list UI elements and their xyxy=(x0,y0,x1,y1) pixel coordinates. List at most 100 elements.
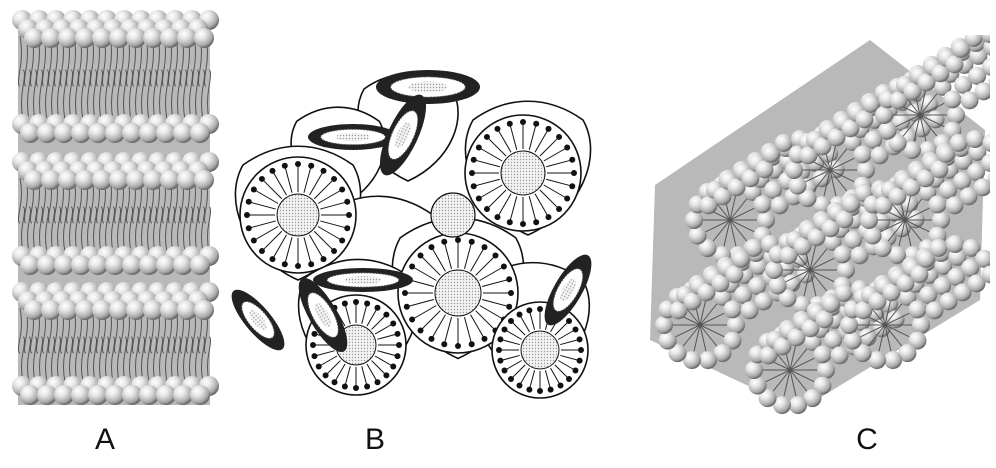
surfactant-head xyxy=(331,248,337,254)
surfactant-head xyxy=(353,299,359,305)
surfactant-head xyxy=(344,199,350,205)
surfactant-head xyxy=(526,307,532,313)
headgroup-sphere xyxy=(908,300,926,318)
label-b: B xyxy=(345,423,405,457)
headgroup-sphere xyxy=(789,396,807,414)
surfactant-head xyxy=(548,387,554,393)
surfactant-head xyxy=(501,368,507,374)
surfactant-head xyxy=(501,264,507,270)
surfactant-head xyxy=(508,376,514,382)
headgroup-sphere xyxy=(855,110,873,128)
surfactant-head xyxy=(556,134,562,140)
surfactant-head xyxy=(390,364,396,370)
headgroup-sphere xyxy=(932,211,950,229)
micelle-core xyxy=(435,270,481,316)
surfactant-head xyxy=(311,353,317,359)
surfactant-head xyxy=(331,176,337,182)
surfactant-head xyxy=(295,263,301,269)
surfactant-head xyxy=(578,347,584,353)
headgroup-sphere xyxy=(833,245,851,263)
headgroup-sphere xyxy=(817,361,835,379)
surfactant-head xyxy=(390,321,396,327)
surfactant-head xyxy=(517,311,523,317)
headgroup-sphere xyxy=(815,310,833,328)
headgroup-sphere xyxy=(190,123,210,143)
headgroup-sphere xyxy=(727,316,745,334)
surfactant-head xyxy=(244,212,250,218)
headgroup-sphere xyxy=(769,277,787,295)
headgroup-sphere xyxy=(789,177,807,195)
headgroup-sphere xyxy=(930,160,948,178)
panel-c-hexagonal xyxy=(640,35,990,415)
surfactant-head xyxy=(476,145,482,151)
surfactant-head xyxy=(282,261,288,267)
surfactant-head xyxy=(429,336,435,342)
surfactant-head xyxy=(508,318,514,324)
headgroup-sphere xyxy=(864,227,882,245)
headgroup-sphere xyxy=(765,261,783,279)
micelle-disk xyxy=(376,70,480,104)
hexagonal-diagram xyxy=(640,35,990,415)
surfactant-head xyxy=(546,126,552,132)
surfactant-head xyxy=(496,347,502,353)
label-a: A xyxy=(75,423,135,457)
surfactant-head xyxy=(441,341,447,347)
surfactant-head xyxy=(295,161,301,167)
headgroup-sphere xyxy=(853,145,871,163)
headgroup-sphere xyxy=(685,211,703,229)
surfactant-head xyxy=(418,253,424,259)
headgroup-sphere xyxy=(840,316,858,334)
surfactant-head xyxy=(471,157,477,163)
headgroup-sphere xyxy=(655,316,673,334)
surfactant-head xyxy=(404,304,410,310)
headgroup-sphere xyxy=(875,106,893,124)
micelle xyxy=(492,302,588,398)
headgroup-sphere xyxy=(194,300,214,320)
surfactant-head xyxy=(577,336,583,342)
micellar-cubic-diagram xyxy=(228,65,618,415)
surfactant-head xyxy=(395,353,401,359)
headgroup-sphere xyxy=(879,122,897,140)
surfactant-head xyxy=(429,244,435,250)
surfactant-head xyxy=(321,256,327,262)
hexagonal-array xyxy=(650,35,990,414)
surfactant-head xyxy=(251,238,257,244)
surfactant-head xyxy=(533,121,539,127)
surfactant-head xyxy=(310,342,316,348)
headgroup-sphere xyxy=(745,361,763,379)
surfactant-head xyxy=(323,372,329,378)
cubic-framework xyxy=(228,70,600,398)
surfactant-head xyxy=(282,163,288,169)
surfactant-head xyxy=(364,384,370,390)
headgroup-sphere xyxy=(884,351,902,369)
headgroup-sphere xyxy=(910,265,928,283)
surfactant-head xyxy=(402,290,408,296)
surfactant-head xyxy=(482,244,488,250)
surfactant-head xyxy=(569,183,575,189)
surfactant-head xyxy=(508,290,514,296)
headgroup-sphere xyxy=(947,106,965,124)
surfactant-head xyxy=(506,304,512,310)
headgroup-sphere xyxy=(725,265,743,283)
panel-b-micellar-cubic xyxy=(228,65,618,415)
surfactant-head xyxy=(308,261,314,267)
surfactant-head xyxy=(346,212,352,218)
surfactant-head xyxy=(482,336,488,342)
surfactant-head xyxy=(526,387,532,393)
surfactant-head xyxy=(571,170,577,176)
surfactant-head xyxy=(455,237,461,243)
headgroup-sphere xyxy=(745,239,763,257)
headgroup-sphere xyxy=(723,300,741,318)
headgroup-sphere xyxy=(689,227,707,245)
micelle-core xyxy=(431,193,475,237)
surfactant-head xyxy=(471,183,477,189)
headgroup-sphere xyxy=(857,161,875,179)
surfactant-head xyxy=(476,196,482,202)
surfactant-head xyxy=(455,343,461,349)
surfactant-head xyxy=(396,342,402,348)
surfactant-head xyxy=(339,187,345,193)
surfactant-head xyxy=(409,264,415,270)
surfactant-head xyxy=(353,385,359,391)
surfactant-head xyxy=(339,238,345,244)
surfactant-head xyxy=(409,317,415,323)
